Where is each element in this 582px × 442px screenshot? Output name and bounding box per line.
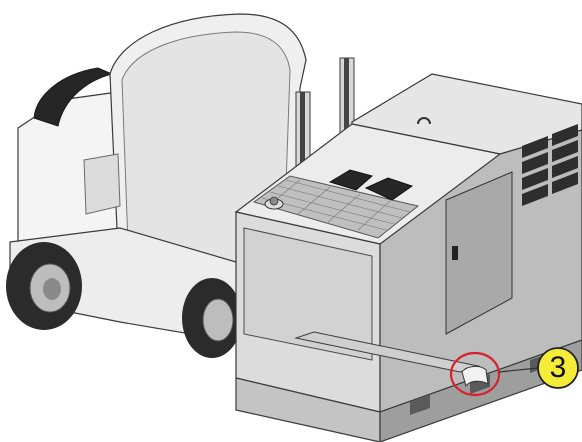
lifting-fork-pocket-icon [461, 365, 489, 388]
radiator-grille [252, 175, 420, 239]
generator-side-door [445, 171, 513, 335]
callout-leader-line [498, 367, 539, 373]
lifting-eye-icon [417, 117, 431, 125]
louver-vents [522, 124, 578, 206]
generator-base-front [235, 377, 381, 442]
forklift-front-tire [182, 278, 242, 358]
filler-cap-icon [264, 196, 284, 210]
callout-highlight-circle [449, 351, 501, 397]
exhaust-cap-left [328, 169, 374, 191]
callout-3 [449, 347, 579, 397]
forklift-seat [83, 153, 121, 215]
generator-set-illustration [234, 73, 582, 442]
door-handle-icon [452, 246, 458, 260]
grille-mesh [261, 179, 411, 231]
callout-badge [537, 347, 579, 389]
generator-front-door [243, 227, 373, 361]
exhaust-cap-right [364, 177, 414, 201]
forklift-rear-tire [6, 242, 82, 330]
